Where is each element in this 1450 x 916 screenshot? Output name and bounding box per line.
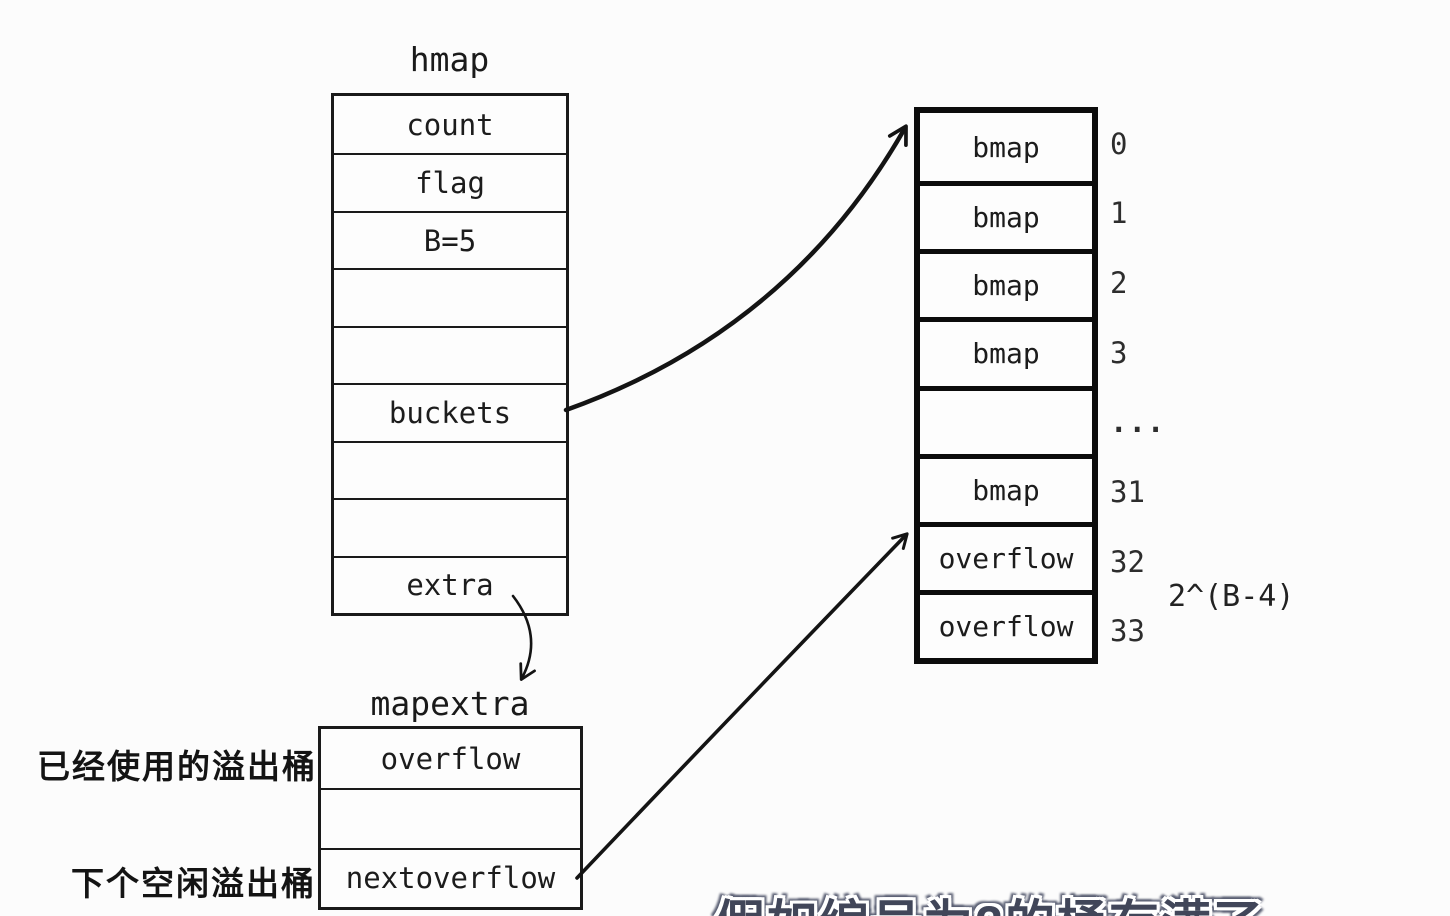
bucket-cell-gap xyxy=(920,385,1092,454)
bucket-cell-1: bmap xyxy=(920,181,1092,249)
bucket-index-0: 0 xyxy=(1110,126,1128,161)
bucket-index-1: 1 xyxy=(1110,196,1128,231)
bucket-cell-33: overflow xyxy=(920,589,1092,658)
bucket-index-2: 2 xyxy=(1110,266,1128,301)
bucket-index-32: 32 xyxy=(1110,544,1145,579)
hmap-field-empty-4 xyxy=(334,498,566,555)
subtitle-caption: 假如编号为2的桶存满了 xyxy=(660,884,1320,916)
bucket-array: bmap bmap bmap bmap bmap overflow overfl… xyxy=(914,107,1098,664)
hmap-title: hmap xyxy=(409,40,490,79)
hmap-field-flag: flag xyxy=(334,153,566,210)
hmap-field-b: B=5 xyxy=(334,210,566,268)
mapextra-struct: overflow nextoverflow xyxy=(318,726,583,910)
bucket-cell-2: bmap xyxy=(920,249,1092,317)
mapextra-title: mapextra xyxy=(370,684,530,723)
bucket-index-dots: ... xyxy=(1110,405,1166,440)
hmap-field-empty-2 xyxy=(334,325,566,383)
arrow-buckets-to-array xyxy=(563,124,908,413)
hmap-field-empty-3 xyxy=(334,440,566,498)
mapextra-field-nextoverflow: nextoverflow xyxy=(321,847,580,907)
bucket-cell-3: bmap xyxy=(920,317,1092,385)
hmap-field-extra: extra xyxy=(334,555,566,613)
hmap-struct: count flag B=5 buckets extra xyxy=(331,93,569,616)
bucket-cell-0: bmap xyxy=(972,130,1040,164)
bucket-count-label: 2^(B-4) xyxy=(1168,579,1295,614)
bucket-cell-32: overflow xyxy=(920,521,1092,590)
annotation-next-free-overflow: 下个空闲溢出桶 xyxy=(71,867,316,903)
hmap-field-empty-1 xyxy=(334,268,566,325)
mapextra-field-overflow: overflow xyxy=(380,741,521,776)
annotation-used-overflow-buckets: 已经使用的溢出桶 xyxy=(37,750,317,786)
bucket-index-33: 33 xyxy=(1110,614,1145,649)
bucket-index-31: 31 xyxy=(1110,474,1145,509)
mapextra-field-empty xyxy=(321,788,580,847)
bucket-index-3: 3 xyxy=(1110,335,1128,370)
hmap-field-count: count xyxy=(406,107,494,142)
hmap-field-buckets: buckets xyxy=(334,383,566,440)
bucket-cell-31: bmap xyxy=(920,453,1092,522)
bucket-indices: 0 1 2 3 ... 31 32 33 xyxy=(1110,109,1180,666)
arrow-nextoverflow-to-overflow-cell xyxy=(575,532,909,880)
